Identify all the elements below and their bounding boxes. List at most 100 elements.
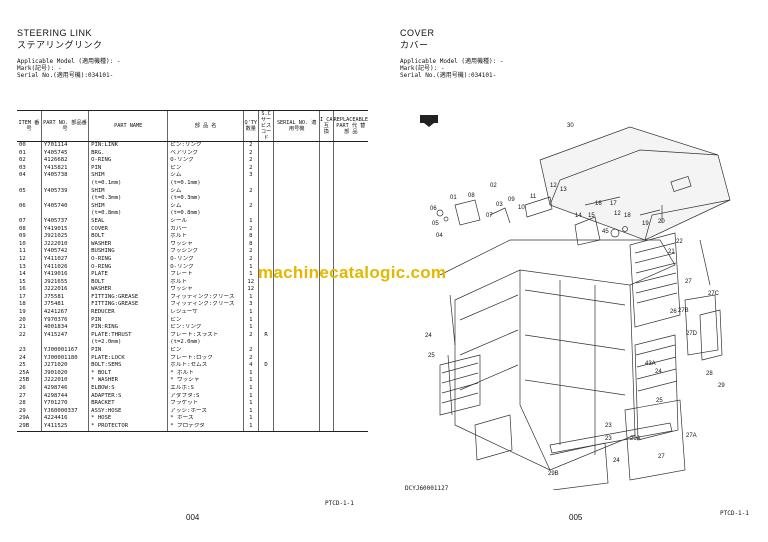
replaceable-cell — [318, 354, 334, 363]
part-no-cell: J222016 — [40, 286, 89, 294]
serial-cell — [273, 248, 320, 256]
qty-cell: 2 — [242, 255, 259, 264]
replaceable-cell — [318, 347, 334, 355]
part-no-cell: Y701114 — [40, 141, 89, 150]
part-name-cell: BOLT:SEMS — [88, 362, 168, 370]
part-no-cell: YJ60000337 — [40, 407, 89, 416]
qty-cell: 2 — [242, 354, 259, 363]
col-part-no: PART NO. 部品番号 — [40, 110, 89, 142]
part-no-cell: Y970376 — [40, 316, 89, 325]
part-name-cell: FITTING:GREASE — [88, 301, 168, 310]
part-no-cell: Y405739 — [40, 187, 89, 196]
table-row: (t=0.1mm)(t=0.1mm) — [17, 179, 368, 188]
serial-cell — [273, 331, 320, 340]
part-name-cell: SEAL — [88, 217, 168, 226]
replaceable-cell — [318, 225, 334, 234]
part-name-cell: WASHER — [88, 286, 168, 294]
jp-name-cell: O-リング — [167, 255, 244, 264]
left-title-en: STEERING LINK — [17, 28, 93, 38]
svg-text:08: 08 — [468, 193, 475, 199]
qty-cell: 1 — [242, 263, 259, 272]
sc-cell — [257, 339, 274, 348]
sc-cell — [257, 240, 274, 249]
jp-name-cell: (t=0.8mm) — [167, 210, 244, 218]
svg-text:20: 20 — [658, 219, 665, 225]
right-page-code: PTCD-1-1 — [720, 510, 749, 517]
sc-cell — [257, 309, 274, 317]
right-mark: Mark(記号): - — [400, 65, 445, 72]
jp-name-cell: * ボルト — [167, 369, 244, 378]
jp-name-cell: (t=0.3mm) — [167, 195, 244, 203]
part-no-cell: J271020 — [40, 362, 89, 370]
part-no-cell: Y419016 — [40, 271, 89, 279]
svg-text:12: 12 — [550, 183, 557, 189]
item-cell: 11 — [19, 248, 26, 255]
svg-text:45: 45 — [602, 229, 609, 235]
svg-text:15: 15 — [588, 213, 595, 219]
left-title-jp: ステアリングリンク — [17, 40, 103, 50]
serial-cell — [273, 362, 320, 370]
jp-name-cell: アダプタ:S — [167, 392, 244, 401]
replaceable-cell — [318, 407, 334, 416]
part-no-cell: Y419015 — [40, 225, 89, 234]
replaceable-cell — [318, 286, 334, 294]
svg-text:09: 09 — [508, 197, 515, 203]
serial-cell — [273, 271, 320, 279]
sc-cell — [257, 316, 274, 325]
replaceable-cell — [318, 271, 334, 279]
replaceable-part-cell — [332, 400, 368, 408]
parts-table: ITEM 番号 PART NO. 部品番号 PART NAME 部 品 名 Q'… — [17, 110, 368, 432]
item-cell: 14 — [19, 271, 26, 278]
right-page-number: 005 — [569, 513, 583, 522]
part-no-cell: J222010 — [40, 377, 89, 385]
item-cell: 04 — [19, 172, 26, 179]
svg-text:29: 29 — [718, 383, 725, 389]
item-cell: 25B — [19, 377, 30, 384]
part-name-cell: * BOLT — [88, 369, 168, 378]
part-no-cell: Y415247 — [40, 331, 89, 340]
jp-name-cell: エルボ:S — [167, 385, 244, 393]
part-no-cell: Y415821 — [40, 164, 89, 173]
part-no-cell: Y411525 — [40, 422, 89, 432]
replaceable-cell — [318, 309, 334, 317]
part-name-cell: ADAPTER:S — [88, 392, 168, 401]
replaceable-cell — [318, 331, 334, 340]
svg-text:02: 02 — [490, 183, 497, 189]
part-name-cell: (t=0.8mm) — [88, 210, 168, 218]
svg-text:23: 23 — [605, 423, 612, 429]
replaceable-part-cell — [332, 202, 368, 211]
watermark: machinecatalogic.com — [258, 263, 447, 282]
sc-cell — [257, 179, 274, 188]
part-name-cell: O-RING — [88, 157, 168, 165]
svg-text:04: 04 — [436, 233, 443, 239]
svg-text:19: 19 — [642, 221, 649, 227]
qty-cell: 1 — [242, 385, 259, 393]
item-cell — [17, 195, 41, 203]
item-cell: 16 — [19, 286, 26, 293]
part-no-cell — [40, 179, 89, 188]
item-cell: 19 — [19, 309, 26, 316]
svg-text:24: 24 — [655, 369, 662, 375]
col-part-name: PART NAME — [88, 110, 168, 142]
part-name-cell: * WASHER — [88, 377, 168, 385]
qty-cell: 1 — [242, 316, 259, 325]
svg-text:30: 30 — [567, 123, 574, 129]
replaceable-part-cell — [332, 377, 368, 385]
sc-cell — [257, 187, 274, 196]
qty-cell — [242, 179, 259, 188]
serial-cell — [273, 278, 320, 287]
jp-name-cell: ピン:リンク — [167, 141, 244, 150]
part-name-cell: (t=2.0mm) — [88, 339, 168, 348]
qty-cell: 1 — [242, 400, 259, 408]
replaceable-cell — [318, 369, 334, 378]
jp-name-cell: ピン — [167, 164, 244, 173]
replaceable-cell — [318, 149, 334, 158]
